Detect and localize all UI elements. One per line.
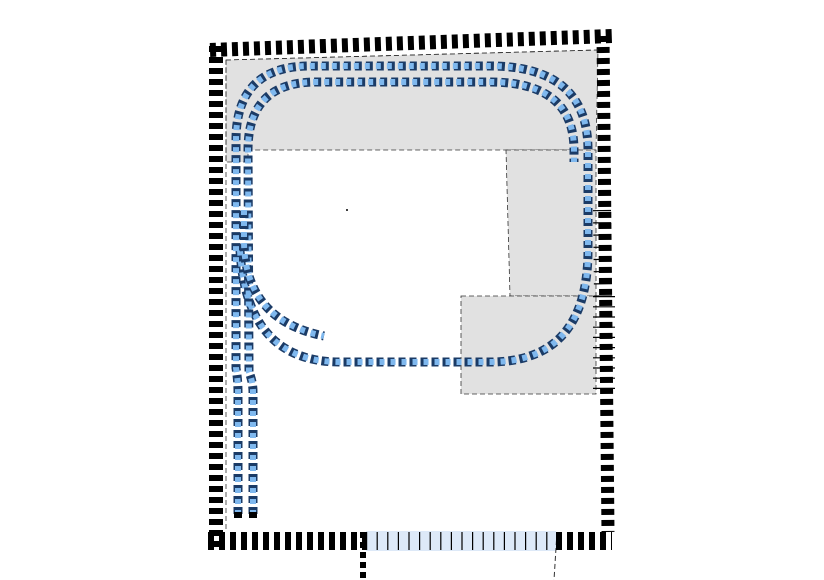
entrance-area [360,531,558,580]
track-inner-loop-fill [241,210,325,339]
track-inner-fill [244,79,577,515]
track-outer-fill [233,63,591,515]
track-outer [231,61,593,515]
wall-top [209,29,613,57]
guide-lines [225,49,599,530]
outer-walls [208,29,615,550]
marker-dot [346,209,348,211]
track-inner-loop [239,210,325,341]
shaded-zones [225,49,599,395]
entrance-fill [366,531,556,551]
track-end-right [249,512,257,518]
track-inner [243,77,579,515]
track-end-left [234,512,242,518]
guide-top-inner [225,49,599,61]
wall-right [596,35,615,533]
track-ends [234,512,257,518]
zone-lower-block [460,295,597,395]
